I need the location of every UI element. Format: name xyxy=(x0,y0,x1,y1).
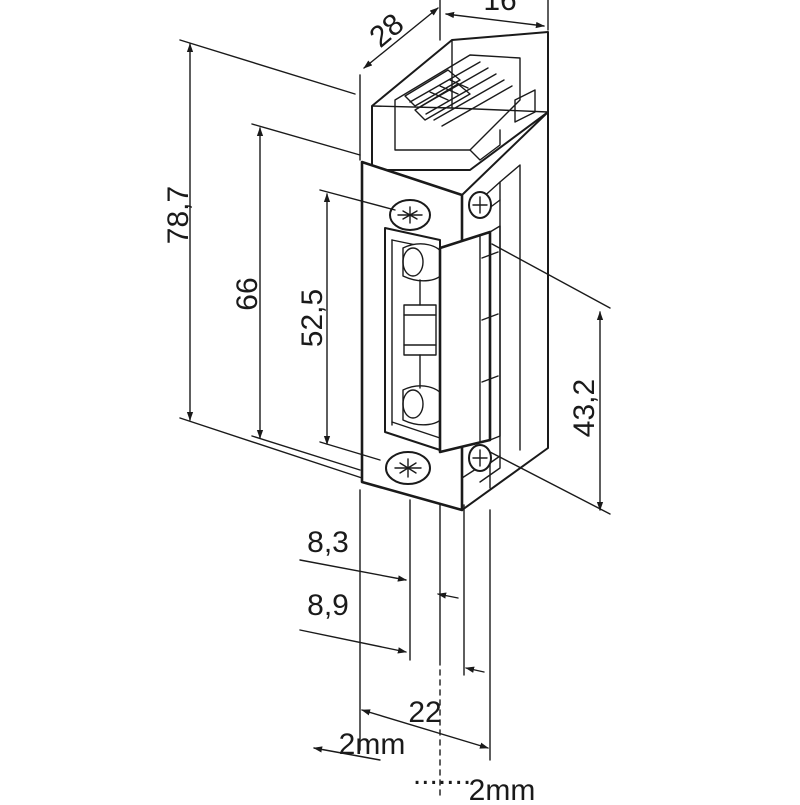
adjust-left-label: 2mm xyxy=(339,728,406,761)
screw-top-icon xyxy=(389,199,431,231)
dim-66-label: 66 xyxy=(231,277,264,310)
electric-strike-body xyxy=(360,31,549,512)
dim-opening-height: 52,5 xyxy=(296,189,396,461)
dim-16-label: 16 xyxy=(483,0,516,17)
dim-52-5-label: 52,5 xyxy=(296,289,329,347)
dim-offset-8-3: 8,3 xyxy=(299,526,459,599)
dim-78-7-label: 78,7 xyxy=(162,186,195,244)
screw-side-top-icon xyxy=(468,191,492,219)
dim-28-label: 28 xyxy=(364,7,411,54)
dim-43-2-label: 43,2 xyxy=(568,379,601,437)
dim-faceplate-width: 22 xyxy=(361,696,489,749)
latch-mechanism xyxy=(402,243,446,426)
dim-overall-height: 78,7 xyxy=(162,39,363,479)
dim-8-3-label: 8,3 xyxy=(307,526,349,559)
screw-side-bottom-icon xyxy=(468,444,492,472)
dim-22-label: 22 xyxy=(408,696,441,729)
dim-offset-8-9: 8,9 xyxy=(299,589,485,673)
dim-8-9-label: 8,9 xyxy=(307,589,349,622)
dim-faceplate-height: 66 xyxy=(231,123,361,471)
dim-top-depth: 16 xyxy=(445,0,549,31)
dim-adjustment: 2mm ....... 2mm xyxy=(313,728,536,805)
adjust-right-label: 2mm xyxy=(469,774,536,800)
latch-bar xyxy=(438,225,501,454)
adjust-dots-label: ....... xyxy=(413,758,471,791)
dim-latch-height: 43,2 xyxy=(489,243,611,515)
screw-bottom-icon xyxy=(385,451,431,485)
